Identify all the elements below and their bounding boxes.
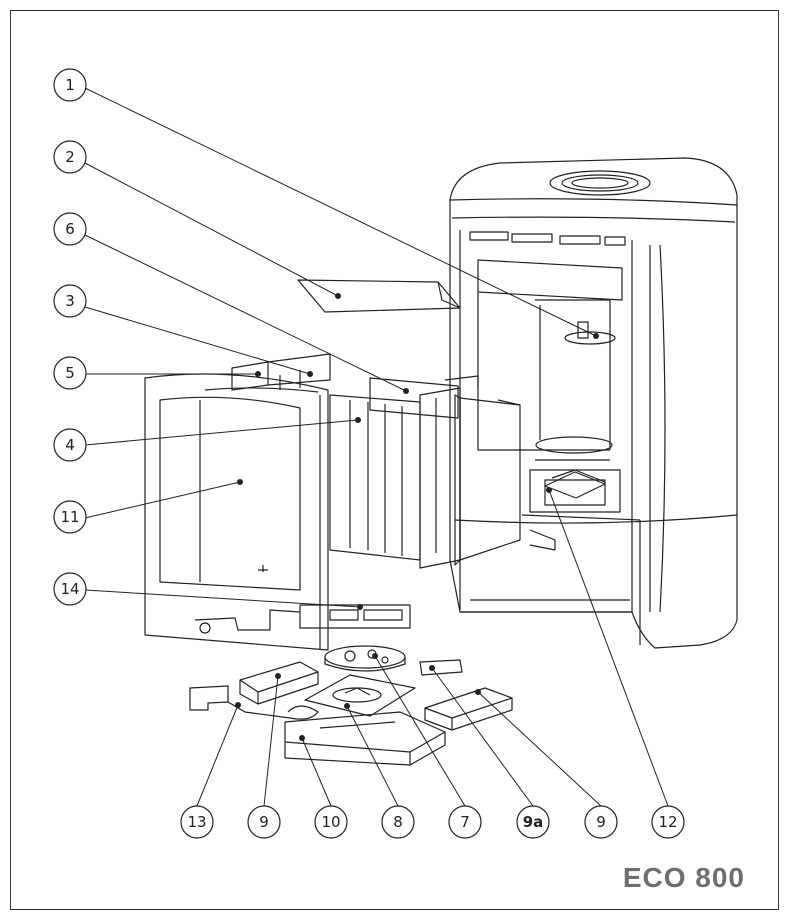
svg-text:7: 7 <box>460 813 470 831</box>
callout-13: 13 <box>180 805 214 839</box>
svg-text:5: 5 <box>65 364 75 382</box>
callout-9-right: 9 <box>584 805 618 839</box>
callout-9-left: 9 <box>247 805 281 839</box>
callout-11: 11 <box>53 500 87 534</box>
callout-9a: 9a <box>516 805 550 839</box>
svg-text:3: 3 <box>65 292 75 310</box>
leader-dots <box>235 293 599 741</box>
leader-lines <box>84 87 669 807</box>
callout-14: 14 <box>53 572 87 606</box>
svg-text:10: 10 <box>321 813 340 831</box>
door-bottom-strip <box>299 604 411 629</box>
model-label: ECO 800 <box>622 862 745 893</box>
callout-12: 12 <box>651 805 685 839</box>
upper-side-bricks <box>231 353 331 391</box>
svg-text:12: 12 <box>658 813 677 831</box>
svg-text:4: 4 <box>65 436 75 454</box>
callout-6: 6 <box>53 212 87 246</box>
grate-plate <box>304 674 416 717</box>
svg-text:9: 9 <box>596 813 606 831</box>
svg-text:13: 13 <box>187 813 206 831</box>
callout-4: 4 <box>53 428 87 462</box>
bottom-brick-left <box>239 661 319 705</box>
side-brick-panel <box>329 394 421 561</box>
svg-text:6: 6 <box>65 220 75 238</box>
callout-8: 8 <box>381 805 415 839</box>
svg-text:9: 9 <box>259 813 269 831</box>
callout-bubbles: 1 2 6 3 5 4 11 14 <box>53 68 685 839</box>
callout-3: 3 <box>53 284 87 318</box>
svg-text:8: 8 <box>393 813 403 831</box>
callout-1: 1 <box>53 68 87 102</box>
deflector-plate <box>297 279 461 313</box>
svg-text:14: 14 <box>60 580 79 598</box>
svg-text:11: 11 <box>60 508 79 526</box>
bottom-brick-right <box>424 687 513 731</box>
svg-text:9a: 9a <box>523 813 544 831</box>
svg-text:1: 1 <box>65 76 75 94</box>
stove-body <box>449 157 738 649</box>
round-grate <box>324 645 406 672</box>
ash-pan <box>284 711 446 766</box>
baffle-panel <box>454 394 521 566</box>
rear-panel <box>369 375 479 569</box>
callout-7: 7 <box>448 805 482 839</box>
callout-2: 2 <box>53 140 87 174</box>
callout-5: 5 <box>53 356 87 390</box>
svg-text:2: 2 <box>65 148 75 166</box>
ash-pan-rail <box>544 471 606 499</box>
door <box>144 373 329 651</box>
callout-10: 10 <box>314 805 348 839</box>
small-side-brick <box>419 659 463 676</box>
ash-pan-tool <box>189 685 319 720</box>
drawing-frame <box>10 10 779 910</box>
